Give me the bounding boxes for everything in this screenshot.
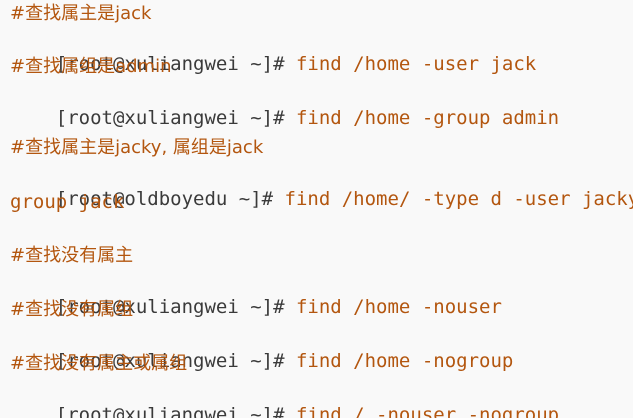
command-line: [root@xuliangwei ~]# find / -nouser -nog… xyxy=(10,379,559,418)
command-line: [root@xuliangwei ~]# find /home -nouser xyxy=(10,271,502,318)
comment-line: #查找属主是jacky, 属组是jack xyxy=(10,137,264,158)
command-text: find / -nouser -nogroup xyxy=(284,404,560,418)
command-text: find /home -nouser xyxy=(284,296,502,318)
shell-prompt: [root@oldboyedu ~]# xyxy=(55,188,274,210)
command-line: [root@xuliangwei ~]# find /home -nogroup xyxy=(10,325,514,372)
comment-line: #查找属组是admin xyxy=(10,56,172,77)
command-text: find /home -group admin xyxy=(284,107,560,129)
shell-prompt: [root@xuliangwei ~]# xyxy=(55,404,285,418)
comment-line: #查找没有属主或属组 xyxy=(10,353,188,374)
comment-line: #查找没有属组 xyxy=(10,299,134,320)
shell-prompt: [root@xuliangwei ~]# xyxy=(55,350,285,372)
command-text: find /home -nogroup xyxy=(284,350,514,372)
command-line: [root@xuliangwei ~]# find /home -group a… xyxy=(10,82,559,129)
command-continuation: group jack xyxy=(10,191,125,213)
comment-line: #查找属主是jack xyxy=(10,3,152,24)
command-text: find /home -user jack xyxy=(284,53,537,75)
command-line: [root@oldboyedu ~]# find /home/ -type d … xyxy=(10,163,633,210)
command-text: find /home/ -type d -user jacky - xyxy=(273,188,633,210)
shell-prompt: [root@xuliangwei ~]# xyxy=(55,296,285,318)
shell-prompt: [root@xuliangwei ~]# xyxy=(55,107,285,129)
shell-prompt: [root@xuliangwei ~]# xyxy=(55,53,285,75)
comment-line: #查找没有属主 xyxy=(10,245,134,266)
command-line: [root@xuliangwei ~]# find /home -user ja… xyxy=(10,28,536,75)
